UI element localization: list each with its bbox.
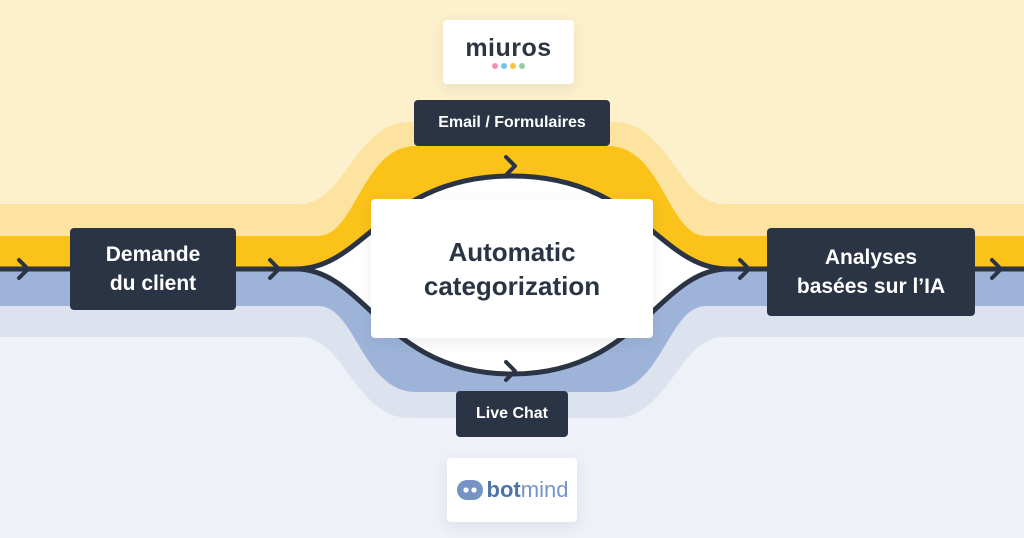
ai-analysis-node: Analyses basées sur l’IA <box>767 228 975 316</box>
chevron-right-icon <box>504 360 517 382</box>
miuros-logo-card: miuros <box>443 20 574 84</box>
logo-dot <box>501 63 507 69</box>
logo-dot <box>510 63 516 69</box>
customer-request-node: Demande du client <box>70 228 236 310</box>
chevron-right-icon <box>268 258 281 280</box>
chevron-right-icon <box>504 155 517 177</box>
miuros-logo: miuros <box>465 34 552 62</box>
botmind-logo-light: mind <box>520 477 569 502</box>
automatic-categorization-label: Automatic categorization <box>423 236 601 301</box>
channel-live-chat: Live Chat <box>456 391 568 437</box>
logo-dot <box>492 63 498 69</box>
ai-analysis-label: Analyses basées sur l’IA <box>796 246 946 298</box>
logo-dot <box>519 63 525 69</box>
miuros-logo-dots <box>492 63 525 69</box>
botmind-logo: botmind <box>487 477 569 503</box>
automatic-categorization-node: Automatic categorization <box>371 199 653 338</box>
customer-request-label: Demande du client <box>105 243 201 295</box>
chevron-right-icon <box>738 258 751 280</box>
botmind-logo-bold: bot <box>486 477 521 502</box>
chevron-right-icon <box>990 258 1003 280</box>
robot-face-icon <box>456 480 483 500</box>
chevron-right-icon <box>17 258 30 280</box>
channel-email-forms: Email / Formulaires <box>414 100 610 146</box>
botmind-logo-card: botmind <box>447 458 577 522</box>
